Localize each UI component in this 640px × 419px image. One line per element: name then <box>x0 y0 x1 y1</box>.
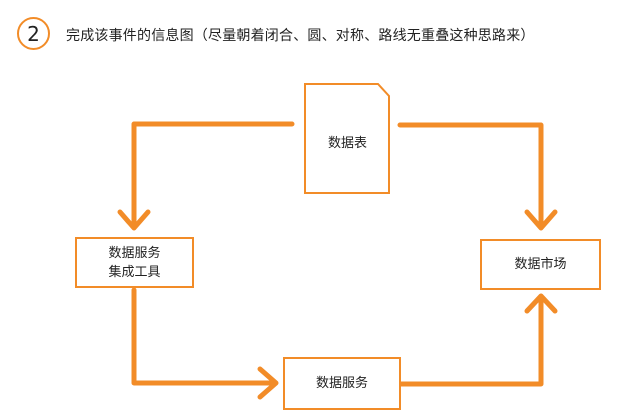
arrowhead-into-integration <box>117 209 151 231</box>
connector-table-to-market <box>397 122 544 229</box>
data-market-node: 数据市场 <box>480 239 601 290</box>
integration-tool-line2: 集成工具 <box>108 264 161 280</box>
connector-service-to-market <box>398 297 544 387</box>
data-table-label: 数据表 <box>327 136 367 151</box>
integration-tool-line1: 数据服务 <box>108 245 161 261</box>
step-number: 2 <box>27 21 40 46</box>
data-service-node: 数据服务 <box>283 357 401 410</box>
integration-tool-node: 数据服务 集成工具 <box>75 237 194 288</box>
arrowhead-into-service <box>257 366 279 400</box>
step-number-badge: 2 <box>17 17 50 50</box>
data-service-label: 数据服务 <box>315 376 368 391</box>
page-title: 完成该事件的信息图（尽量朝着闭合、圆、对称、路线无重叠这种思路来） <box>66 28 535 44</box>
connector-integration-to-service <box>131 287 277 386</box>
document-data-table <box>304 83 390 194</box>
connector-table-to-integration <box>131 121 295 229</box>
data-market-label: 数据市场 <box>514 257 567 272</box>
arrowhead-into-market-top <box>524 209 558 231</box>
arrowhead-into-market-bottom <box>524 293 558 314</box>
